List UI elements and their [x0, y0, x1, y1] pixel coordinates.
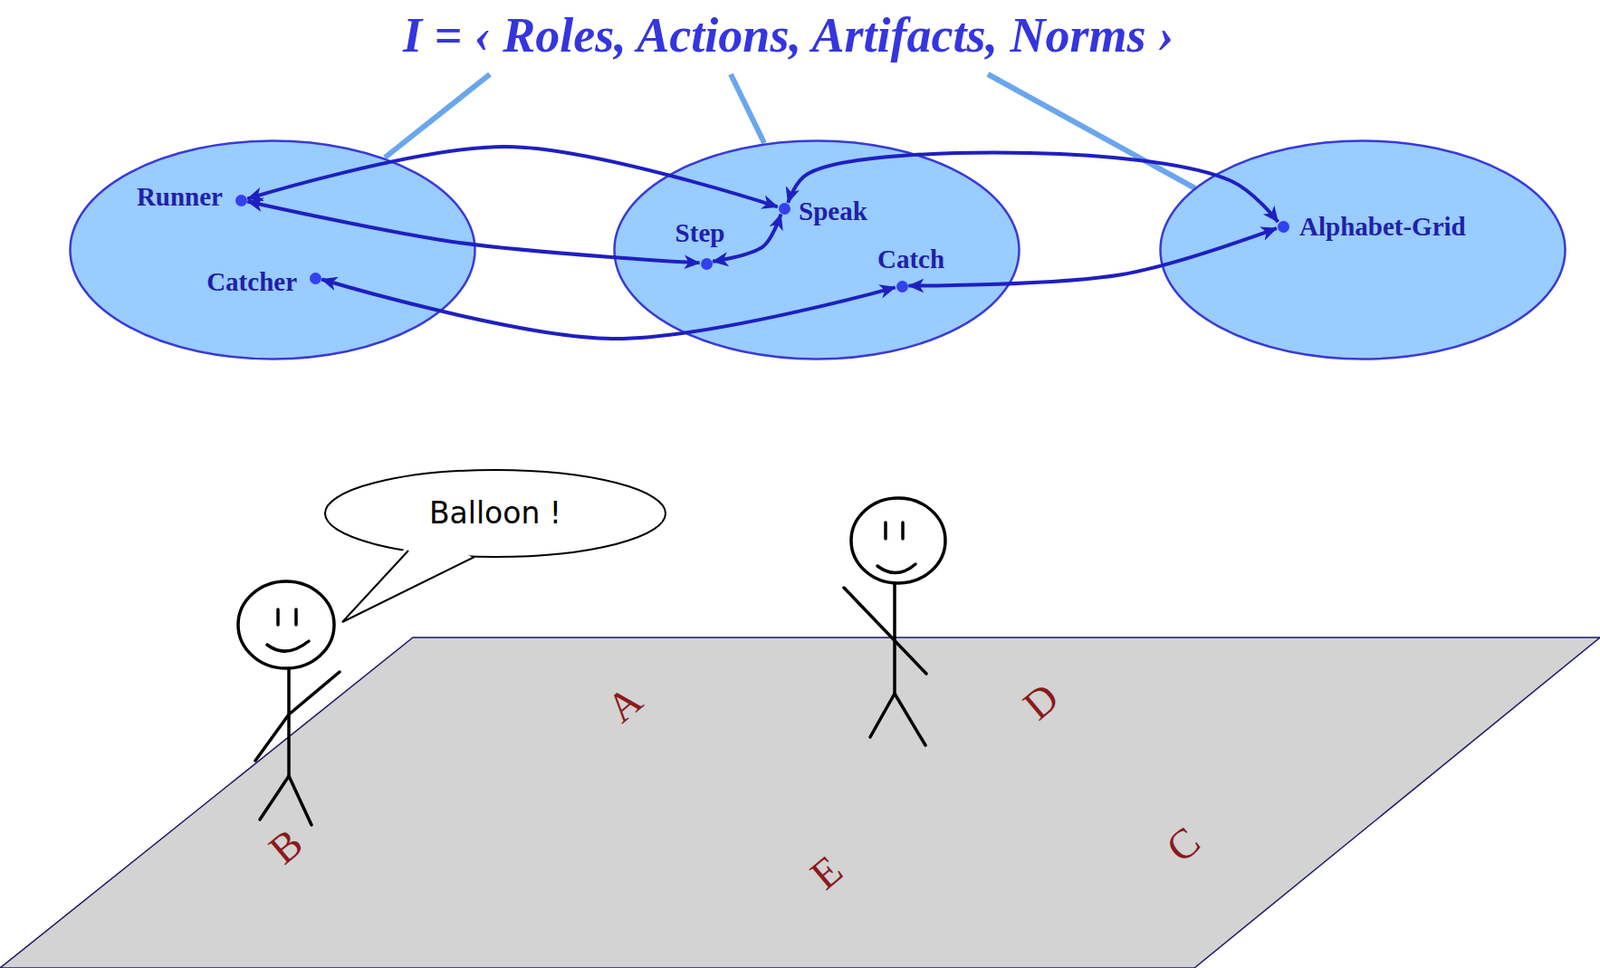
element-dot: Speak: [778, 202, 791, 215]
grid-letter: A: [598, 677, 652, 732]
speech-text: Balloon !: [429, 497, 562, 530]
figure-head: [238, 581, 335, 669]
figure-eye: [900, 522, 905, 539]
figure-leg: [259, 776, 289, 820]
figure-body: [287, 668, 291, 777]
bubble-tail: [342, 550, 475, 623]
element-dot: Catcher: [309, 272, 322, 285]
figure-arm: [843, 587, 927, 674]
ellipse-shape: [1159, 139, 1567, 361]
figure-leg: [288, 776, 312, 825]
node-label: Alphabet-Grid: [1299, 212, 1466, 242]
ellipse-outline: [1160, 141, 1566, 360]
node-label: Catch: [877, 245, 945, 275]
leader-line: [987, 74, 1196, 189]
floor-plane: [0, 637, 1600, 968]
stick-figure: [238, 581, 340, 825]
ellipse-shape: [68, 139, 477, 361]
element-dot: Catch: [896, 280, 909, 293]
group-ellipse: Alphabet-Grid: [1159, 139, 1567, 361]
figure-leg: [870, 693, 895, 738]
diagram-title: I = ‹ Roles, Actions, Artifacts, Norms ›: [402, 9, 1175, 63]
figure-arm: [255, 671, 340, 761]
element-dot: Runner: [235, 194, 248, 207]
bubble-tail-fill: [342, 543, 478, 623]
figure-head: [851, 498, 946, 584]
node-label: Runner: [136, 182, 223, 212]
figure-eye: [294, 609, 298, 625]
figure-eye: [883, 522, 888, 539]
grid-letter: E: [802, 847, 852, 900]
ellipse-shape: [613, 139, 1021, 361]
node-label: Step: [675, 219, 726, 249]
figure-smile: [267, 641, 309, 652]
grid-letter: B: [260, 820, 312, 873]
leader-line: [384, 74, 490, 158]
bubble-outline: [325, 469, 666, 557]
grid-letter: C: [1158, 818, 1209, 872]
ellipse-outline: [614, 141, 1020, 360]
speech-bubble: [325, 469, 666, 623]
figure-eye: [276, 609, 280, 625]
group-ellipse: RunnerCatcher: [68, 139, 477, 361]
element-dot: Alphabet-Grid: [1277, 220, 1290, 233]
grid-letter: D: [1015, 674, 1068, 729]
ellipse-outline: [70, 141, 476, 360]
leader-line: [730, 74, 765, 144]
stick-figure: [843, 498, 946, 746]
node-label: Speak: [798, 197, 868, 227]
figure-leg: [894, 693, 926, 746]
element-dot: Step: [700, 258, 713, 270]
group-ellipse: Step SpeakCatch: [613, 139, 1021, 361]
node-label: Catcher: [206, 268, 298, 298]
figure-smile: [877, 564, 916, 574]
